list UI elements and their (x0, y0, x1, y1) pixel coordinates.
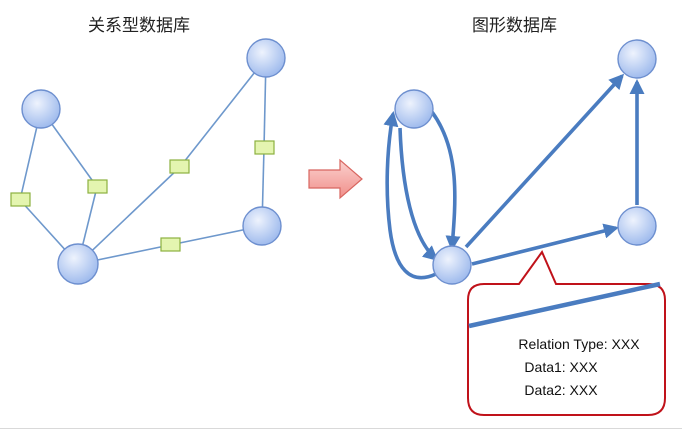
callout-data2: Data2: XXX (524, 382, 598, 398)
relation-box (10, 192, 31, 207)
bottom-divider (0, 428, 682, 429)
relation-box (169, 159, 190, 174)
relational-node (57, 243, 99, 285)
graph-db-title: 图形数据库 (472, 16, 557, 36)
graph-edge (383, 111, 437, 280)
callout-relation-type: Relation Type: XXX (518, 336, 640, 352)
graph-diagram (383, 39, 657, 285)
graph-edge (464, 73, 625, 249)
callout-data1: Data1: XXX (524, 359, 598, 375)
relational-edge (77, 166, 181, 265)
relational-node (21, 89, 61, 129)
graph-edge (430, 110, 461, 252)
relational-node (242, 206, 282, 246)
relational-node (246, 38, 286, 78)
relational-diagram (10, 38, 286, 285)
graph-node (617, 39, 657, 79)
graph-edge (398, 127, 439, 261)
graph-node (617, 206, 657, 246)
relational-db-title: 关系型数据库 (88, 16, 190, 36)
relation-box (160, 237, 181, 252)
relational-edge (179, 57, 267, 168)
relation-box (254, 140, 275, 155)
graph-node (394, 89, 434, 129)
graph-node (432, 245, 472, 285)
callout-edge-sample (468, 281, 661, 329)
relation-box (87, 179, 108, 194)
graph-edge (471, 223, 619, 266)
transition-arrow (308, 158, 363, 200)
